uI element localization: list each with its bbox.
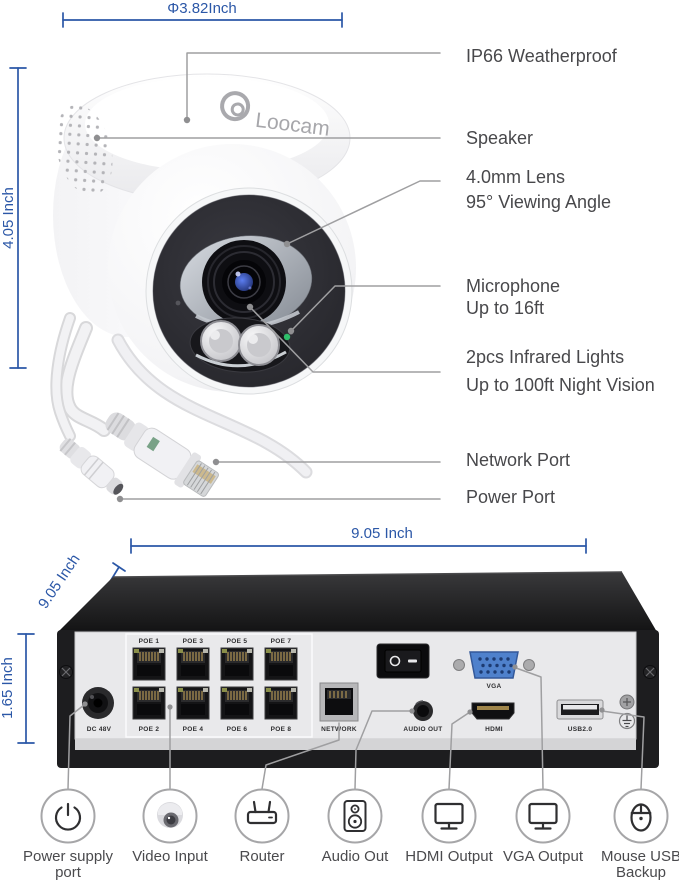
legend-connectors (67, 664, 645, 790)
poe3-label: POE 3 (183, 638, 204, 645)
svg-text:Mouse USB: Mouse USB (601, 848, 679, 865)
legend: Power supply port Video Input (23, 788, 679, 880)
annotation-lens-label: 4.0mm Lens (466, 167, 565, 187)
legend-item-vga-output: VGA Output (503, 788, 584, 865)
annotation-ip66-label: IP66 Weatherproof (466, 46, 618, 66)
poe-port-1 (132, 647, 166, 681)
nvr-top-surface (58, 572, 657, 632)
annotation-lens: 4.0mm Lens 95° Viewing Angle (283, 167, 611, 248)
svg-text:Backup: Backup (616, 864, 666, 880)
lens-icon (202, 240, 286, 324)
status-led (283, 333, 291, 341)
network-connector (105, 412, 219, 497)
annotation-infrared: 2pcs Infrared Lights Up to 100ft Night V… (246, 303, 655, 395)
poe-block-outline (125, 633, 313, 738)
annotation-microphone-sublabel: Up to 16ft (466, 298, 544, 318)
dome-camera-illustration: Loocam (50, 73, 356, 497)
svg-text:1.65 Inch: 1.65 Inch (0, 657, 16, 719)
dimension-nvr-height: 1.65 Inch (0, 633, 35, 744)
dome-camera-icon (157, 802, 183, 828)
annotation-speaker-label: Speaker (466, 128, 533, 148)
speaker-box-icon (343, 800, 367, 832)
poe-port-8 (264, 686, 298, 720)
usb-port-label: USB2.0 (568, 726, 593, 733)
power-icon (54, 802, 82, 831)
poe1-label: POE 1 (139, 638, 160, 645)
mouse-icon (630, 803, 652, 832)
annotation-network-port: Network Port (212, 450, 570, 470)
poe2-label: POE 2 (139, 726, 160, 733)
speaker-holes (55, 104, 113, 196)
vga-port-label: VGA (487, 683, 502, 690)
annotation-lens-sublabel: 95° Viewing Angle (466, 192, 611, 212)
poe-port-2 (132, 686, 166, 720)
annotation-speaker: Speaker (93, 128, 533, 148)
svg-text:VGA Output: VGA Output (503, 848, 584, 865)
poe-port-4 (176, 686, 210, 720)
power-connector (59, 438, 124, 495)
mount-screw-left (59, 665, 73, 679)
poe-port-7 (264, 647, 298, 681)
dimension-width: 9.05 Inch (130, 525, 587, 554)
poe6-label: POE 6 (227, 726, 248, 733)
microphone-hole (175, 300, 181, 306)
svg-text:Φ3.82Inch: Φ3.82Inch (167, 0, 237, 17)
svg-text:9.05 Inch: 9.05 Inch (35, 551, 84, 612)
poe4-label: POE 4 (183, 726, 204, 733)
legend-item-video-input: Video Input (132, 788, 209, 865)
annotation-microphone-label: Microphone (466, 276, 560, 296)
poe5-label: POE 5 (227, 638, 248, 645)
svg-text:Video Input: Video Input (132, 848, 208, 865)
svg-text:4.05 Inch: 4.05 Inch (0, 187, 17, 249)
audio-out-jack (413, 700, 433, 721)
legend-item-audio-out: Audio Out (322, 788, 390, 865)
router-icon (246, 800, 278, 825)
svg-text:HDMI Output: HDMI Output (405, 848, 493, 865)
svg-text:9.05 Inch: 9.05 Inch (351, 525, 413, 542)
legend-item-mouse-usb: Mouse USB Backup (601, 788, 679, 880)
annotation-network-label: Network Port (466, 450, 570, 470)
hdmi-port-label: HDMI (485, 726, 503, 733)
legend-item-hdmi-output: HDMI Output (405, 788, 494, 865)
legend-item-router: Router (234, 788, 290, 865)
annotation-microphone: Microphone Up to 16ft (287, 276, 560, 335)
poe-port-5 (220, 647, 254, 681)
vga-port (453, 651, 535, 679)
dc-port-label: DC 48V (87, 726, 112, 733)
poe-port-3 (176, 647, 210, 681)
svg-text:Audio Out: Audio Out (322, 848, 390, 865)
svg-text:Power supply: Power supply (23, 848, 114, 865)
svg-text:Router: Router (239, 848, 284, 865)
hdmi-port (471, 702, 515, 720)
ground-screw (619, 694, 635, 710)
brand-logo-icon (220, 91, 251, 122)
camera-cables (50, 312, 313, 479)
power-switch (376, 643, 430, 679)
poe8-label: POE 8 (271, 726, 292, 733)
nvr-illustration: DC 48V POE 1 POE 3 POE 5 POE 7 POE 2 POE… (57, 571, 659, 768)
ground-symbol-icon (618, 712, 636, 730)
svg-text:port: port (55, 864, 82, 880)
poe7-label: POE 7 (271, 638, 292, 645)
mount-screw-right (643, 665, 657, 679)
dimension-diameter: Φ3.82Inch (62, 0, 343, 28)
annotation-power-label: Power Port (466, 487, 555, 507)
camera-annotations: IP66 Weatherproof Speaker 4.0mm Lens 95°… (93, 46, 655, 507)
network-uplink-port (319, 682, 359, 722)
poe-port-6 (220, 686, 254, 720)
annotation-power-port: Power Port (116, 487, 555, 507)
annotation-infrared-label: 2pcs Infrared Lights (466, 347, 624, 367)
audio-port-label: AUDIO OUT (403, 726, 442, 733)
annotation-infrared-sublabel: Up to 100ft Night Vision (466, 375, 655, 395)
dimension-height: 4.05 Inch (0, 67, 27, 369)
dc-power-jack (82, 687, 114, 719)
usb-port (556, 699, 604, 720)
annotation-ip66: IP66 Weatherproof (183, 46, 618, 124)
legend-item-power-supply: Power supply port (23, 788, 114, 880)
infrared-lights (189, 317, 291, 373)
